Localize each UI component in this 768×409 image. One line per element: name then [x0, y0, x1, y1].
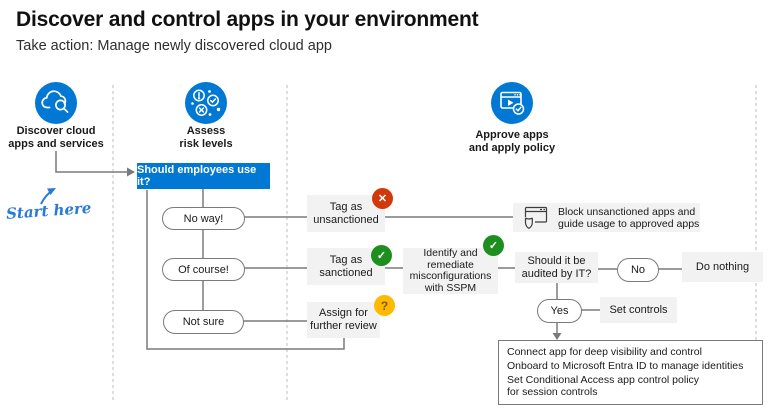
option-of-course: Of course!: [162, 258, 245, 281]
phase-separator-lines: [112, 85, 757, 400]
option-no-way: No way!: [162, 207, 245, 230]
sanctioned-check-badge: ✓: [371, 245, 392, 266]
risk-assess-icon: [191, 89, 221, 116]
audit-yes-pill: Yes: [537, 299, 582, 323]
assess-stage-label: Assess risk levels: [179, 125, 233, 150]
assign-review-box: Assign for further review: [307, 302, 380, 338]
review-question-badge: ?: [374, 295, 395, 316]
final-step-onboard: Onboard to Microsoft Entra ID to manage …: [507, 360, 744, 372]
do-nothing-box: Do nothing: [682, 252, 763, 282]
sspm-remediate-box: Identify and remediate misconfigurations…: [403, 247, 498, 294]
final-steps-box: Connect app for deep visibility and cont…: [498, 340, 763, 405]
approve-stage-icon-circle: [491, 82, 533, 124]
block-unsanctioned-box: Block unsanctioned apps and guide usage …: [513, 203, 700, 232]
discover-stage-icon-circle: [35, 82, 77, 124]
audit-question-box: Should it be audited by IT?: [515, 252, 598, 283]
option-not-sure: Not sure: [163, 310, 244, 334]
final-step-connect: Connect app for deep visibility and cont…: [507, 345, 702, 358]
set-controls-box: Set controls: [600, 297, 677, 323]
approve-apps-icon: [500, 91, 525, 115]
decision-question-box: Should employees use it?: [137, 163, 270, 189]
page-subtitle: Take action: Manage newly discovered clo…: [16, 38, 332, 54]
blocked-app-shield-icon: [521, 205, 551, 231]
discover-stage-label: Discover cloud apps and services: [8, 125, 104, 150]
flow-lines: [55, 151, 682, 350]
approve-stage-label: Approve apps and apply policy: [468, 129, 556, 154]
arrowheads: [127, 167, 562, 340]
audit-no-pill: No: [617, 258, 659, 282]
page-title: Discover and control apps in your enviro…: [16, 8, 479, 31]
final-step-conditional-access: Set Conditional Access app control polic…: [507, 374, 700, 398]
cloud-search-icon: [41, 90, 69, 113]
block-unsanctioned-label: Block unsanctioned apps and guide usage …: [558, 205, 700, 230]
assess-stage-icon-circle: [185, 82, 227, 124]
sspm-check-badge: ✓: [483, 235, 504, 256]
unsanctioned-x-badge: ✕: [372, 188, 393, 209]
